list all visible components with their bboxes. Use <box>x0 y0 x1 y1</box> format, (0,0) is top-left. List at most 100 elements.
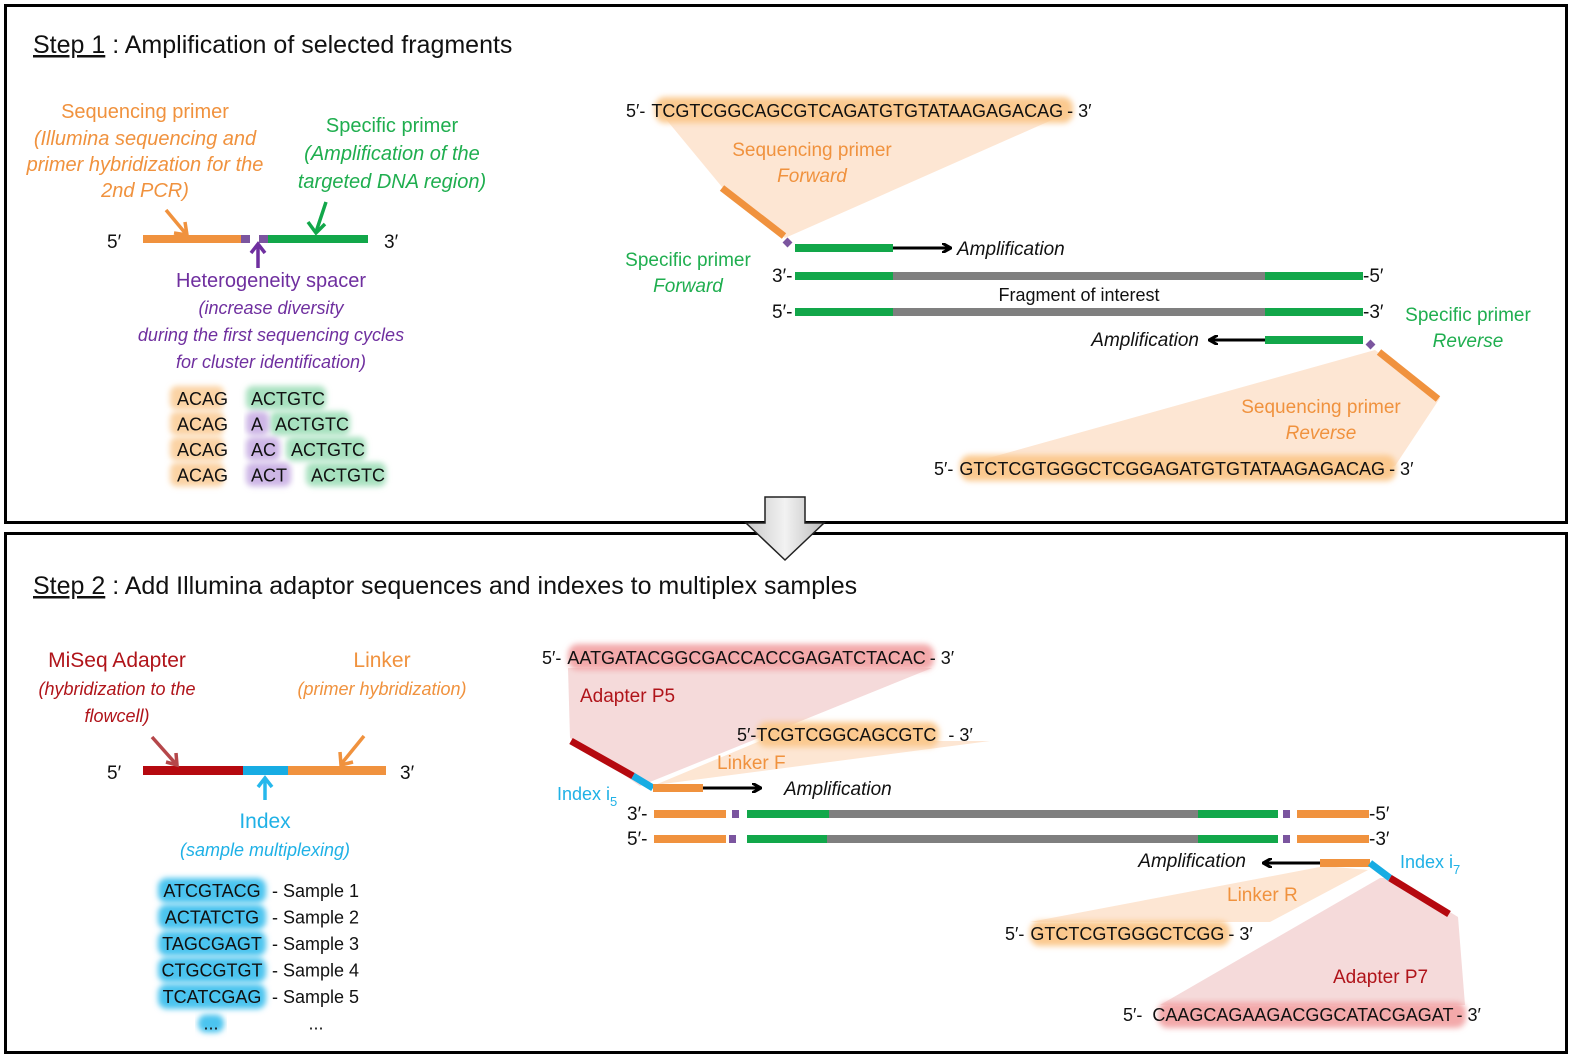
index-sequence: CTGCGTGT <box>162 961 263 981</box>
p5-seq: 5′-AATGATACGGCGACCACCGAGATCTACAC- 3′ <box>542 648 955 668</box>
reverse-seq: 5′-GTCTCGTGGGCTCGGAGATGTGTATAAGAGACAG- 3… <box>934 459 1414 479</box>
reverse-seq-primer-tail <box>1376 349 1441 402</box>
index-i7-label: Index i7 <box>1400 852 1460 877</box>
step2-five-prime-label: 5′ <box>107 763 122 784</box>
sample-label: ... <box>308 1014 323 1034</box>
specific-primer-desc-1: (Amplification of the <box>304 143 480 165</box>
linker-f-seq-highlight <box>757 722 939 747</box>
linker-f-label: Linker F <box>717 753 786 774</box>
p7-adapter-fan <box>1160 878 1465 1005</box>
sample-label: - Sample 4 <box>272 961 359 981</box>
strand2-bottom-right-end: -3′ <box>1369 829 1390 850</box>
specific-bases: ACTGTC <box>251 389 325 409</box>
spacer-highlight <box>246 462 291 487</box>
index-highlight <box>158 878 266 903</box>
index-highlight <box>198 1014 224 1033</box>
primer-bases: ACAG <box>177 415 228 435</box>
linker-f-fan <box>655 741 990 785</box>
fragment-label: Fragment of interest <box>998 285 1159 305</box>
seq-primer-forward-sublabel: Forward <box>777 166 848 187</box>
spacer-bases: A <box>251 415 263 435</box>
specific-bases: ACTGTC <box>311 466 385 486</box>
specific-bases: ACTGTC <box>291 440 365 460</box>
linker-r-seq: 5′-GTCTCGTGGGCTCGG- 3′ <box>1005 924 1253 944</box>
linker-desc: (primer hybridization) <box>297 679 466 699</box>
index-highlight <box>158 931 266 956</box>
strand2-bottom-fragment <box>827 835 1198 843</box>
step2-schematic: MiSeq Adapter (hybridization to the flow… <box>38 649 466 860</box>
forward-seq-highlight <box>655 97 1073 123</box>
spacer-bases: ACT <box>251 466 287 486</box>
index-sequence: ATCGTACG <box>163 881 260 901</box>
sample-label: - Sample 5 <box>272 987 359 1007</box>
linker-f-seq: 5′-TCGTCGGCAGCGTC- 3′ <box>737 725 973 745</box>
specific-highlight <box>286 437 366 461</box>
index-segment <box>243 766 288 775</box>
adapter-desc-1: (hybridization to the <box>38 679 195 699</box>
linker-f-primer <box>653 784 703 792</box>
i7-index-tail <box>1367 860 1393 881</box>
three-prime-label: 3′ <box>384 232 399 253</box>
specific-primer-reverse-sublabel: Reverse <box>1433 331 1504 352</box>
reverse-amplification-label-2: Amplification <box>1137 851 1246 872</box>
sample-row: CTGCGTGT - Sample 4 <box>158 957 359 983</box>
strand2-bottom-linker-right <box>1297 835 1369 843</box>
seq-primer-reverse-label: Sequencing primer <box>1241 397 1401 418</box>
strand2-top-linker-right <box>1297 810 1369 818</box>
adapter-label: MiSeq Adapter <box>48 649 186 672</box>
strand2-bottom-green-left <box>747 835 827 843</box>
strand2-bottom-left-end: 5′- <box>627 829 647 850</box>
index-label: Index <box>239 810 291 833</box>
primer-bases: ACAG <box>177 440 228 460</box>
sample-row: ...... <box>198 1014 324 1034</box>
sample-label: - Sample 2 <box>272 908 359 928</box>
five-prime-label: 5′ <box>107 232 122 253</box>
spacer-desc-1: (increase diversity <box>198 298 344 318</box>
forward-seq: 5′-TCGTCGGCAGCGTCAGATGTGTATAAGAGACAG- 3′ <box>626 101 1092 121</box>
spacer-bases: AC <box>251 440 276 460</box>
seq-primer-reverse-sublabel: Reverse <box>1286 423 1357 444</box>
spacer-highlight <box>246 411 269 436</box>
red-arrow-icon <box>150 735 179 768</box>
strand1-top-fragment <box>893 272 1265 280</box>
strand2-bottom-spacer-left <box>729 835 736 843</box>
p5-adapter-fan <box>568 668 932 786</box>
linker-r-seq-highlight <box>1030 921 1230 946</box>
specific-highlight <box>306 462 386 487</box>
primer-highlight <box>170 386 224 410</box>
linker-segment <box>288 766 386 775</box>
strand2-top-green-left <box>747 810 829 818</box>
strand2-bottom-linker-left <box>654 835 726 843</box>
linker-r-primer <box>1320 859 1370 867</box>
strand1-top-right-end: -5′ <box>1363 266 1384 287</box>
strand2-top-spacer-left <box>732 810 739 818</box>
index-i5-label: Index i5 <box>557 784 617 809</box>
index-sequence: TAGCGAGT <box>162 934 262 954</box>
strand1-bottom-green-left <box>795 308 893 316</box>
forward-primer-fan <box>660 112 1070 238</box>
reverse-spacer <box>1365 339 1376 350</box>
seq-primer-forward-label: Sequencing primer <box>732 140 892 161</box>
orange-arrow-icon <box>164 208 190 238</box>
i5-index-tail <box>631 772 655 792</box>
green-arrow-icon <box>306 201 328 236</box>
reverse-primer-fan <box>960 350 1440 466</box>
spacer-label: Heterogeneity spacer <box>176 270 366 292</box>
p5-adapter-tail <box>569 737 635 780</box>
strand1-top-left-end: 3′- <box>772 266 792 287</box>
adapter-desc-2: flowcell) <box>84 706 149 726</box>
p7-adapter-tail <box>1388 875 1451 917</box>
reverse-amplification-label: Amplification <box>1090 330 1199 351</box>
seq-primer-desc-1: (Illumina sequencing and <box>34 128 257 150</box>
sample-label: - Sample 1 <box>272 881 359 901</box>
index-sequence: ... <box>203 1014 218 1034</box>
seq-primer-label: Sequencing primer <box>61 101 229 123</box>
forward-seq-primer-tail <box>719 185 787 239</box>
specific-highlight <box>246 386 326 410</box>
index-arrow-icon <box>256 775 274 800</box>
